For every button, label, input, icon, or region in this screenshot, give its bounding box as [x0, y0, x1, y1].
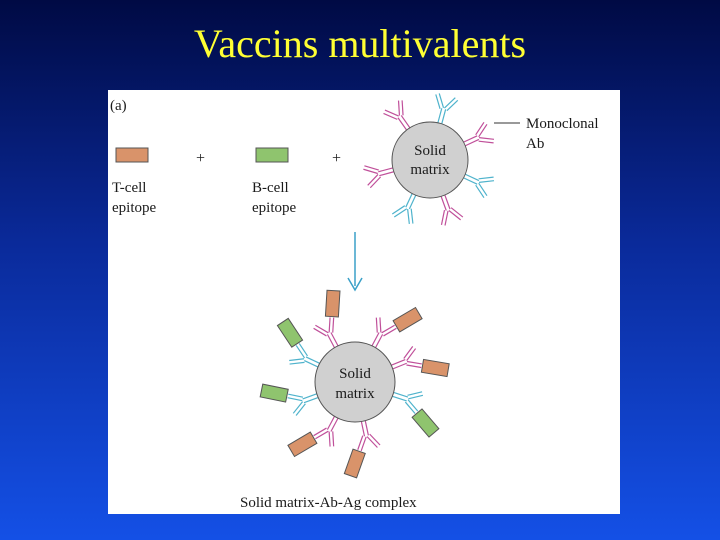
solid-matrix-bottom: [314, 341, 396, 423]
slide-title: Vaccins multivalents: [193, 21, 527, 66]
t-cell-epitope-bound-bottom-1: [392, 306, 423, 333]
solid-matrix-bottom-label-line1: Solid: [339, 366, 371, 382]
b-cell-epitope-bound-bottom-6: [259, 383, 289, 403]
t-cell-label-line2: epitope: [112, 200, 156, 216]
antibody-bottom-6: [259, 383, 319, 416]
solid-matrix-top: [391, 121, 469, 199]
antibody-bottom-3: [392, 391, 440, 438]
complex-label: Solid matrix-Ab-Ag complex: [240, 495, 417, 511]
antibody-bottom-0: [313, 289, 341, 348]
solid-matrix-top-label-line2: matrix: [410, 162, 450, 178]
t-cell-epitope-bound-bottom-0: [324, 289, 341, 318]
antibody-bottom-4: [343, 420, 381, 479]
antibody-top-6: [363, 165, 394, 189]
reaction-arrow-head: [347, 277, 363, 292]
antibody-top-2: [463, 121, 495, 147]
figure-panel: (a) T-cell epitope + B-cell epitope + So…: [108, 90, 620, 514]
top-antibody-group: [363, 93, 495, 226]
antibody-top-5: [391, 193, 417, 225]
solid-matrix-bottom-label-line2: matrix: [335, 386, 375, 402]
t-cell-epitope-bound-bottom-2: [420, 358, 450, 378]
b-cell-label-line2: epitope: [252, 200, 296, 216]
plus-sign-1: +: [196, 150, 205, 167]
bottom-antibody-group: [259, 289, 450, 479]
antibody-top-4: [440, 194, 464, 226]
antibody-bottom-2: [391, 346, 450, 378]
antibody-top-3: [463, 173, 495, 199]
antibody-bottom-1: [371, 306, 423, 348]
panel-label: (a): [110, 98, 127, 114]
t-cell-label-line1: T-cell: [112, 180, 146, 196]
antibody-bottom-5: [287, 416, 339, 458]
t-cell-epitope-bound-bottom-5: [287, 431, 318, 458]
b-cell-epitope-bound-bottom-7: [276, 317, 304, 348]
monoclonal-ab-label-line1: Monoclonal: [526, 116, 599, 132]
antibody-top-1: [435, 93, 459, 124]
b-cell-epitope-bound-bottom-3: [411, 408, 440, 438]
solid-matrix-top-label-line1: Solid: [414, 143, 446, 159]
t-cell-epitope-block: [115, 147, 149, 163]
t-cell-epitope-bound-bottom-4: [343, 448, 366, 479]
b-cell-epitope-block: [255, 147, 289, 163]
diagram-svg: (a) T-cell epitope + B-cell epitope + So…: [110, 93, 599, 511]
antibody-top-0: [383, 100, 411, 131]
antibody-bottom-7: [276, 317, 320, 368]
monoclonal-ab-label-line2: Ab: [526, 136, 544, 152]
plus-sign-2: +: [332, 150, 341, 167]
b-cell-label-line1: B-cell: [252, 180, 289, 196]
